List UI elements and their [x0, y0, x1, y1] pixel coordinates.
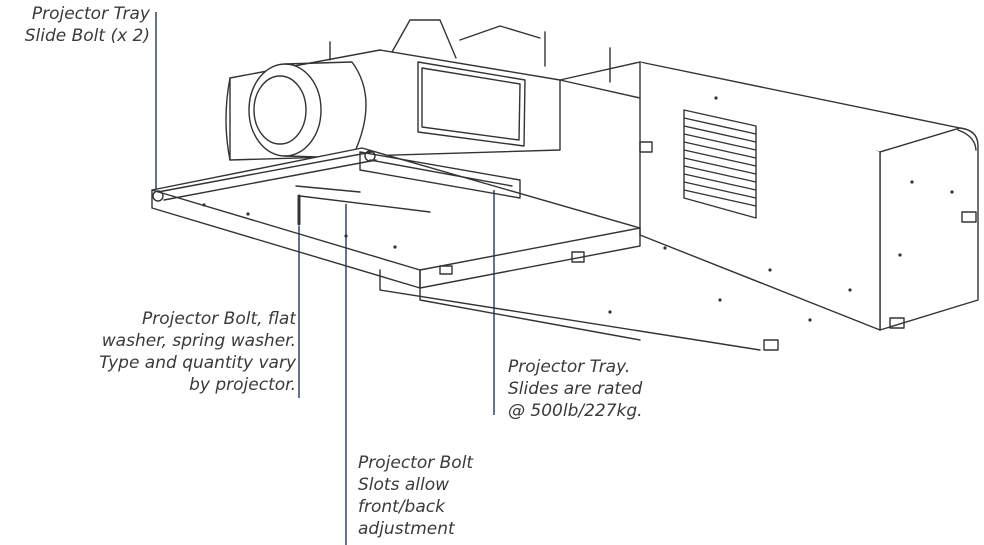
rivet-dots: [202, 96, 954, 322]
vent-louvers: [683, 109, 757, 219]
enclosure-box: [559, 61, 979, 331]
callout-projector-bolt: Projector Bolt, flat washer, spring wash…: [99, 309, 296, 395]
mounting-tabs: [152, 141, 977, 351]
projector-body: [225, 19, 611, 161]
callout-tray-slide-bolt: Projector Tray Slide Bolt (x 2): [24, 4, 150, 46]
callout-bolt-slots: Projector Bolt Slots allow front/back ad…: [358, 453, 474, 539]
callout-projector-tray: Projector Tray. Slides are rated @ 500lb…: [508, 357, 643, 421]
